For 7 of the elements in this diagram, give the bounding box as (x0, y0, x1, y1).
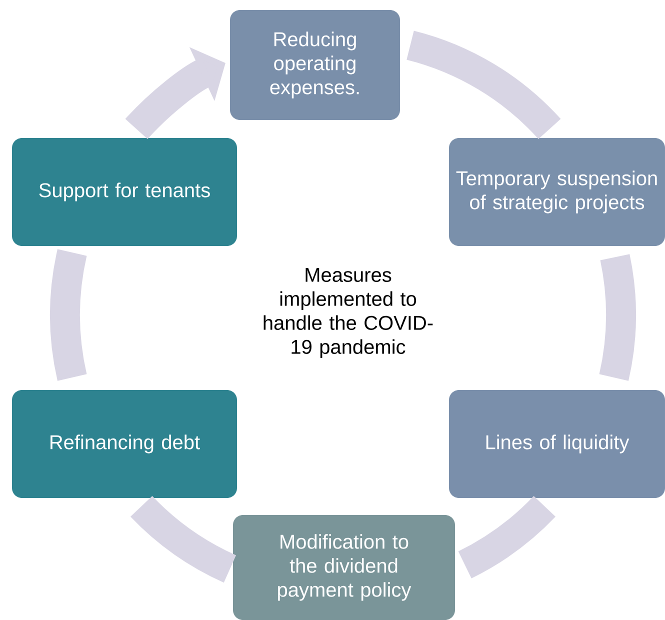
process-box: Reducing operating expenses. (230, 10, 400, 120)
process-box: Refinancing debt (12, 390, 237, 498)
process-box: Support for tenants (12, 138, 237, 246)
center-title: Measures implemented to handle the COVID-19 pandemic (264, 268, 433, 358)
process-box: Modification to the dividend payment policy (233, 514, 455, 620)
process-box: Temporary suspension of strategic projects (449, 138, 665, 246)
process-box: Lines of liquidity (449, 390, 665, 498)
